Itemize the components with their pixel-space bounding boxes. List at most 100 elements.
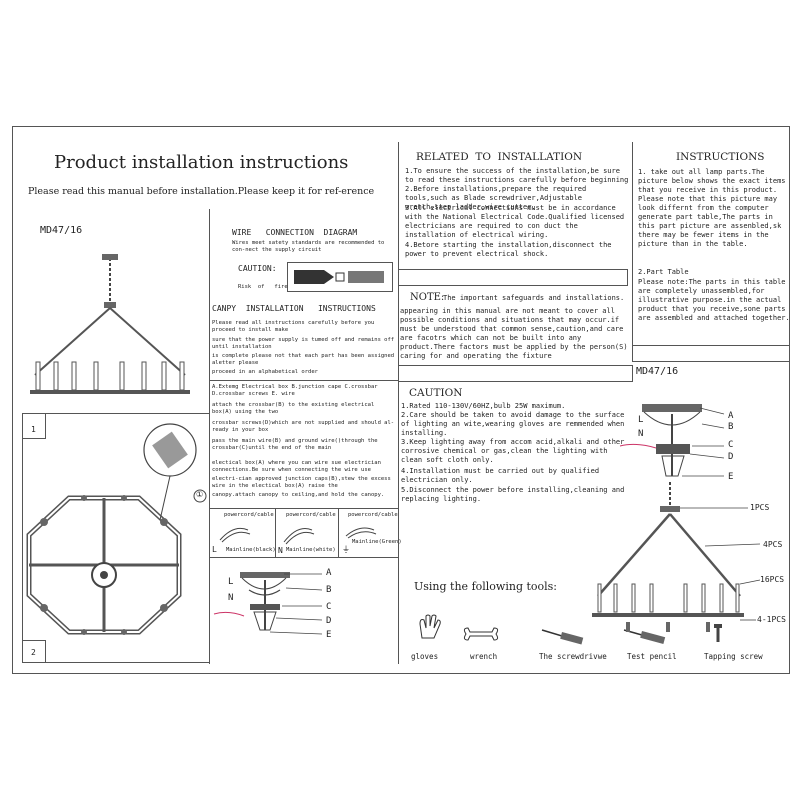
step-text-3: crossbar screws(D)which are not supplied… [212, 420, 395, 433]
caution-line-2: 2.Care should be taken to avoid damage t… [401, 411, 625, 437]
caution-heading: CAUTION [409, 387, 463, 399]
instructions-bottom-box [632, 345, 790, 362]
step-text-6: electri-cian approved junction caps(B),s… [212, 476, 391, 489]
tool-label-screwdriver: The screwdrivwe [539, 652, 607, 661]
right-chandelier-parts [592, 482, 761, 632]
tool-label-tapping-screw: Tapping screw [704, 652, 763, 661]
chandelier-top-view [26, 495, 182, 635]
divider-canopy [209, 380, 399, 381]
model-number-right: MD47/16 [636, 366, 679, 377]
wrench-icon [463, 627, 499, 641]
instructions-note: Please note:The parts in this table are … [638, 278, 790, 322]
tool-label-wrench: wrench [470, 652, 498, 661]
wirebox-1-letter: L [212, 545, 217, 554]
divider-wireboxes-top [209, 508, 399, 509]
screwdriver-icon [541, 629, 584, 645]
divider-wireboxes-bottom [209, 557, 399, 558]
wire-caution-label: CAUTION: [238, 264, 277, 273]
divider-mid [398, 142, 399, 664]
wirebox-3-caption: Mainline(Green) [352, 539, 402, 545]
wire-diagram-heading: WIRE CONNECTION DIAGRAM [232, 228, 358, 237]
right-part-C: C [728, 440, 734, 450]
wirebox-1-head: powercord/cable [224, 512, 274, 518]
right-letter-N: N [638, 429, 644, 439]
wire-risk-label: Risk of fire [238, 284, 288, 290]
wire-connector-icon [294, 270, 384, 284]
canopy-heading: CANPY INSTALLATION INSTRUCTIONS [212, 304, 376, 313]
step-text-2: attach the crossbar(B) to the existing e… [212, 402, 375, 415]
related-bottom-box [398, 269, 628, 286]
instructions-text: 1. take out all lamp parts.The picture b… [638, 168, 786, 248]
caution-line-3: 3.Keep lighting away from accom acid,alk… [401, 438, 625, 464]
caution-line-1: 1.Rated 110-130V/60HZ,bulb 25W maximum. [401, 402, 566, 410]
part-letter-C: C [326, 602, 332, 612]
tool-label-gloves: gloves [411, 652, 439, 661]
panel-2-label: 2 [31, 648, 36, 657]
note-heading: NOTE: [410, 292, 445, 303]
note-lead: The important safeguards and installatio… [443, 294, 625, 302]
model-number: MD47/16 [40, 225, 83, 236]
wirebox-3-letter: ⏚ [342, 545, 350, 554]
related-line-3: 3.All electrical connections must be in … [405, 204, 625, 239]
related-line-1: 1.To ensure the success of the installat… [405, 167, 629, 184]
step-text-1: A.Extemg Electrical box B.junction cape … [212, 384, 378, 397]
canopy-line-1: Please read all instructions carefully b… [212, 320, 375, 333]
part-letter-E: E [326, 630, 332, 640]
canopy-letter-N: N [228, 593, 234, 603]
wirebox-3-head: powercord/cable [348, 512, 398, 518]
note-bottom-box [398, 365, 633, 382]
gloves-icon [419, 614, 441, 639]
related-line-4: 4.Betore starting the installation,disco… [405, 241, 612, 258]
part-letter-D: D [326, 616, 332, 626]
divider-right [632, 142, 633, 362]
divider-wirebox-2 [338, 508, 339, 558]
callout-magnifier [143, 423, 207, 521]
wirebox-1-caption: Mainline(black) [226, 547, 276, 553]
count-1pcs: 1PCS [750, 503, 770, 512]
step-text-5: electical box(A) where you can wire sue … [212, 460, 381, 473]
canopy-line-2: sure that the power supply is tumed off … [212, 337, 395, 350]
wirebox-2-caption: Mainline(white) [286, 547, 336, 553]
caution-line-5: 5.Disconnect the power before installing… [401, 486, 625, 503]
page-subtitle: Please read this manual before installat… [28, 186, 375, 197]
canopy-line-3: is complete please not that each part ha… [212, 353, 395, 366]
canopy-exploded-view [213, 572, 323, 635]
page-title: Product installation instructions [54, 152, 349, 173]
panel-1-tag [22, 413, 46, 439]
canopy-letter-L: L [228, 577, 234, 587]
panel-1 [22, 413, 210, 663]
callout-number: ① [196, 490, 204, 499]
instructions-part-table: 2.Part Table [638, 268, 689, 276]
count-4pcs: 4PCS [763, 540, 783, 549]
wire-diagram-text: Wires meet satety standards are recommen… [232, 240, 385, 253]
panel-1-label: 1 [31, 425, 36, 434]
related-heading: RELATED TO INSTALLATION [416, 151, 583, 163]
divider-wirebox-1 [275, 508, 276, 558]
related-line-2: 2.Before installations,prepare the requi… [405, 185, 587, 211]
note-text: appearing in this manual are not meant t… [400, 307, 628, 360]
wirebox-2-head: powercord/cable [286, 512, 336, 518]
right-part-B: B [728, 422, 734, 432]
right-canopy-view [619, 404, 725, 477]
count-4-1pcs: 4-1PCS [757, 615, 786, 624]
tapping-screw-icon [714, 624, 722, 642]
part-letter-B: B [326, 585, 332, 595]
wirebox-1-wires [219, 527, 251, 543]
wirebox-3-wires [345, 527, 377, 539]
right-part-D: D [728, 452, 734, 462]
chandelier-elevation [30, 254, 190, 394]
instructions-heading: INSTRUCTIONS [676, 151, 765, 163]
count-16pcs: 16PCS [760, 575, 785, 584]
right-part-A: A [728, 411, 734, 421]
wirebox-2-wires [283, 528, 315, 545]
tool-label-test-pencil: Test pencil [627, 652, 677, 661]
wire-connector-box [287, 262, 393, 292]
right-part-E: E [728, 472, 734, 482]
wirebox-2-letter: N [278, 546, 283, 555]
right-letter-L: L [638, 415, 644, 425]
canopy-line-4: proceed in an alphabetical order [212, 369, 318, 375]
caution-line-4: 4.Installation must be carried out by qu… [401, 467, 600, 484]
page-frame [12, 126, 790, 674]
tools-heading: Using the following tools: [414, 580, 558, 593]
panel-2-tag [22, 640, 46, 663]
